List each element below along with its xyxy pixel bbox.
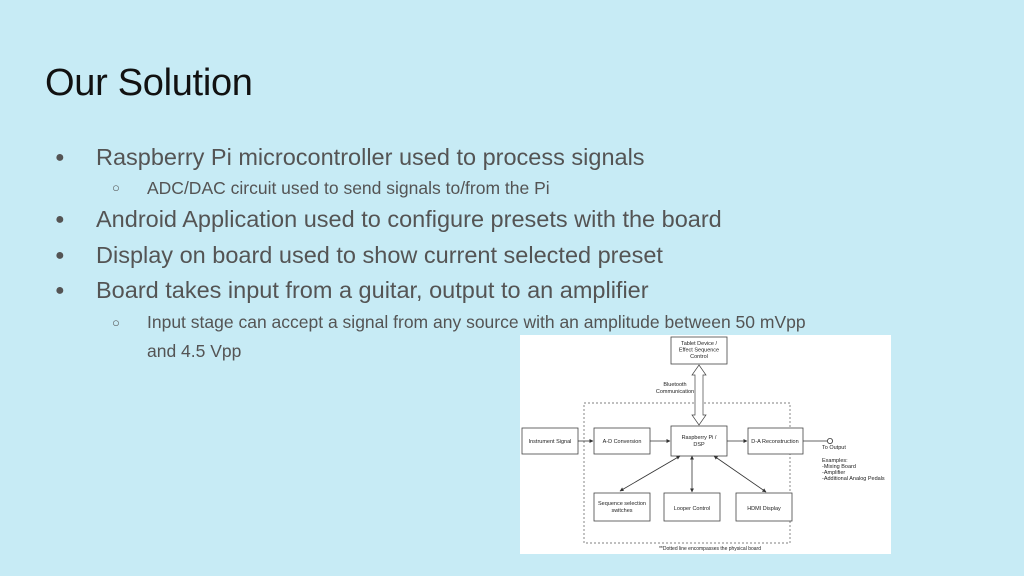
pi-label-1: Raspberry Pi / <box>682 435 717 441</box>
bullet-guitar-input: Board takes input from a guitar, output … <box>96 277 649 303</box>
bluetooth-arrow <box>691 364 707 426</box>
bullet-marker: ● <box>55 149 65 166</box>
arrow-pi-hdmi <box>713 455 767 493</box>
arrow-pi-switches <box>619 455 681 492</box>
examples-label: Examples: <box>822 458 848 464</box>
pi-box: Raspberry Pi / DSP <box>670 425 728 457</box>
sub-bullet-marker: ○ <box>112 180 120 195</box>
hdmi-label: HDMI Display <box>747 506 781 512</box>
output-label: To Output <box>822 445 846 451</box>
example-pedals: -Additional Analog Pedals <box>822 476 885 482</box>
bullet-raspberry-pi: Raspberry Pi microcontroller used to pro… <box>96 144 645 170</box>
bluetooth-label-2: Communication <box>656 389 694 395</box>
block-diagram: Tablet Device / Effect Sequence Control … <box>520 335 891 554</box>
example-amplifier: -Amplifier <box>822 470 845 476</box>
dac-box: D-A Reconstruction <box>747 427 804 455</box>
diagram-footnote: **Dotted line encompasses the physical b… <box>659 546 761 552</box>
slide-title: Our Solution <box>45 62 253 104</box>
bullet-marker: ● <box>55 211 65 228</box>
bullet-marker: ● <box>55 282 65 299</box>
tablet-label-1: Tablet Device / <box>681 341 718 347</box>
adc-box: A-D Conversion <box>593 427 651 455</box>
switches-label-2: switches <box>611 508 632 514</box>
bullet-marker: ● <box>55 247 65 264</box>
sub-bullet-marker: ○ <box>112 315 120 330</box>
instrument-label: Instrument Signal <box>529 439 572 445</box>
tablet-box: Tablet Device / Effect Sequence Control <box>670 336 728 365</box>
example-mixing-board: -Mixing Board <box>822 464 856 470</box>
bullet-android-app: Android Application used to configure pr… <box>96 206 722 232</box>
switches-label-1: Sequence selection <box>598 501 646 507</box>
board-boundary <box>583 402 791 544</box>
adc-label: A-D Conversion <box>603 439 642 445</box>
block-diagram-svg: Tablet Device / Effect Sequence Control … <box>521 336 885 552</box>
hdmi-box: HDMI Display <box>735 492 793 522</box>
output-terminal <box>826 438 833 445</box>
tablet-label-2: Effect Sequence <box>679 348 719 354</box>
bluetooth-label-1: Bluetooth <box>663 382 686 388</box>
pi-label-2: DSP <box>693 442 705 448</box>
sub-bullet-input-stage: Input stage can accept a signal from any… <box>147 312 806 332</box>
looper-label: Looper Control <box>674 506 710 512</box>
looper-box: Looper Control <box>663 492 721 522</box>
dac-label: D-A Reconstruction <box>751 439 798 445</box>
tablet-label-3: Control <box>690 354 708 360</box>
sub-bullet-adc-dac: ADC/DAC circuit used to send signals to/… <box>147 178 550 198</box>
bullet-display: Display on board used to show current se… <box>96 242 663 268</box>
switches-box: Sequence selection switches <box>593 492 651 522</box>
sub-bullet-input-stage-cont: and 4.5 Vpp <box>147 341 242 361</box>
instrument-box: Instrument Signal <box>521 427 579 455</box>
